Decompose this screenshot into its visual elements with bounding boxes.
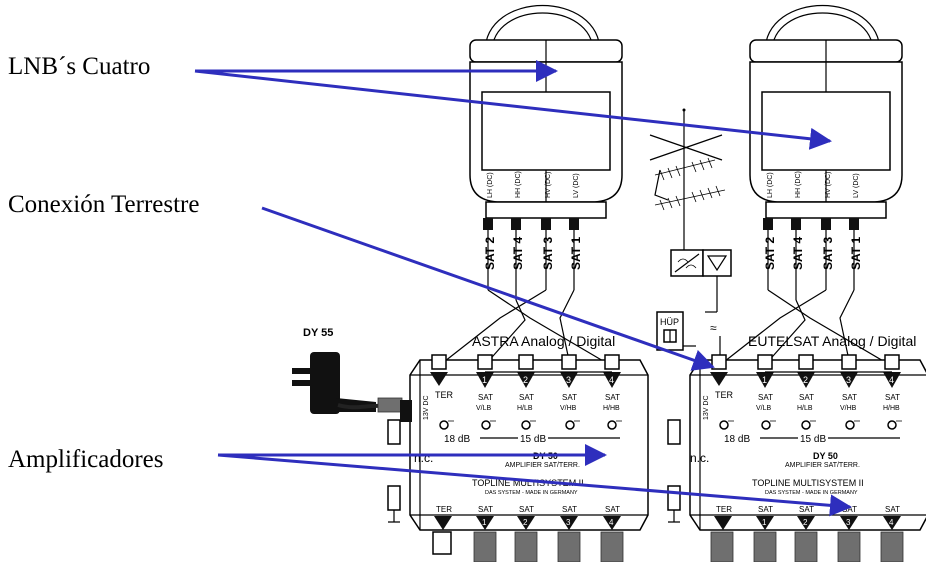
svg-text:2: 2 [803, 518, 808, 527]
svg-text:TER: TER [715, 390, 734, 400]
port-label: HV (DC) [545, 172, 552, 198]
svg-text:SAT: SAT [519, 505, 534, 514]
svg-text:3: 3 [846, 375, 851, 385]
svg-text:3: 3 [566, 375, 571, 385]
arrow-lnb-right [194, 69, 832, 150]
svg-text:2: 2 [523, 518, 528, 527]
port-label: LH (DC) [487, 172, 494, 198]
svg-text:SAT: SAT [562, 505, 577, 514]
power-supply-dy55: DY 55 [292, 327, 403, 414]
lnb-left: LH (DC) HH (DC) HV (DC) LV (DC) SAT 2 SA… [439, 4, 623, 366]
svg-text:H/HB: H/HB [603, 405, 620, 412]
svg-text:1: 1 [482, 375, 487, 385]
svg-text:DY 50: DY 50 [813, 451, 838, 461]
in-ter-label: TER [435, 390, 454, 400]
svg-text:TOPLINE MULTISYSTEM II: TOPLINE MULTISYSTEM II [472, 478, 584, 488]
svg-text:V/HB: V/HB [840, 405, 857, 412]
svg-text:SAT: SAT [842, 393, 857, 402]
svg-text:SAT: SAT [605, 393, 620, 402]
port-label: LH (DC) [767, 172, 774, 198]
svg-text:SAT: SAT [758, 393, 773, 402]
svg-text:18 dB: 18 dB [724, 434, 750, 445]
svg-text:DAS SYSTEM - MADE IN GERMANY: DAS SYSTEM - MADE IN GERMANY [485, 490, 578, 496]
sat-cable-label: SAT 2 [763, 237, 777, 270]
svg-text:SAT: SAT [478, 505, 493, 514]
sat-cable-label: SAT 1 [849, 237, 863, 270]
arrow-amplifier-right [217, 453, 852, 517]
sat-cable-label: SAT 3 [541, 237, 555, 270]
sat-cable-label: SAT 4 [511, 237, 525, 270]
svg-text:4: 4 [609, 375, 614, 385]
terrestrial-antenna: ≈ [649, 108, 732, 355]
svg-text:4: 4 [609, 518, 614, 527]
svg-text:4: 4 [889, 518, 894, 527]
svg-text:SAT: SAT [758, 505, 773, 514]
svg-text:n.c.: n.c. [414, 451, 433, 465]
svg-text:SAT: SAT [799, 505, 814, 514]
port-label: HV (DC) [825, 172, 832, 198]
sat-cable-label: SAT 4 [791, 237, 805, 270]
svg-text:2: 2 [803, 375, 808, 385]
sat-cable-label: SAT 1 [569, 237, 583, 270]
svg-text:AMPLIFIER SAT/TERR.: AMPLIFIER SAT/TERR. [505, 462, 580, 469]
port-label: HH (DC) [795, 171, 802, 198]
svg-text:18 dB: 18 dB [444, 434, 470, 445]
hup-box: HÜP [656, 311, 696, 351]
svg-text:n.c.: n.c. [690, 451, 709, 465]
lnb-right-port-labels: LH (DC) HH (DC) HV (DC) LV (DC) [767, 171, 860, 198]
svg-text:SAT: SAT [885, 393, 900, 402]
callout-arrows [194, 60, 852, 517]
svg-text:13V DC: 13V DC [423, 395, 430, 420]
svg-text:4: 4 [889, 375, 894, 385]
svg-text:SAT: SAT [562, 393, 577, 402]
svg-text:AMPLIFIER SAT/TERR.: AMPLIFIER SAT/TERR. [785, 462, 860, 469]
group-label-astra: ASTRA Analog / Digital [472, 333, 615, 349]
svg-text:TOPLINE MULTISYSTEM II: TOPLINE MULTISYSTEM II [752, 478, 864, 488]
sat-cable-label: SAT 2 [483, 237, 497, 270]
svg-text:2: 2 [523, 375, 528, 385]
svg-text:3: 3 [846, 518, 851, 527]
callout-terrestrial: Conexión Terrestre [8, 191, 199, 218]
svg-text:TER: TER [716, 505, 732, 514]
hup-label: HÜP [660, 317, 679, 327]
svg-text:1: 1 [482, 518, 487, 527]
svg-text:V/LB: V/LB [476, 405, 492, 412]
lnb-right: LH (DC) HH (DC) HV (DC) LV (DC) SAT 2 SA… [719, 4, 903, 366]
port-label: LV (DC) [573, 173, 580, 198]
group-label-eutelsat: EUTELSAT Analog / Digital [748, 333, 916, 349]
svg-text:1: 1 [762, 375, 767, 385]
amplifier-left: TER 1 2 3 4 SAT SAT SAT SAT V/LB H/LB V/… [387, 354, 649, 562]
port-label: HH (DC) [515, 171, 522, 198]
arrow-terrestrial [261, 206, 715, 371]
svg-text:SAT: SAT [519, 393, 534, 402]
svg-text:SAT: SAT [799, 393, 814, 402]
sat-cable-label: SAT 3 [821, 237, 835, 270]
svg-text:DAS SYSTEM - MADE IN GERMANY: DAS SYSTEM - MADE IN GERMANY [765, 490, 858, 496]
svg-text:H/LB: H/LB [517, 405, 533, 412]
svg-text:V/LB: V/LB [756, 405, 772, 412]
svg-text:3: 3 [566, 518, 571, 527]
svg-text:TER: TER [436, 505, 452, 514]
power-supply-label: DY 55 [303, 327, 333, 339]
port-label: LV (DC) [853, 173, 860, 198]
svg-text:15 dB: 15 dB [520, 434, 546, 445]
lnb-left-port-labels: LH (DC) HH (DC) HV (DC) LV (DC) [487, 171, 580, 198]
svg-text:H/LB: H/LB [797, 405, 813, 412]
svg-text:SAT: SAT [478, 393, 493, 402]
callout-amplifiers: Amplificadores [8, 446, 164, 473]
svg-text:1: 1 [762, 518, 767, 527]
svg-text:15 dB: 15 dB [800, 434, 826, 445]
svg-text:H/HB: H/HB [883, 405, 900, 412]
svg-text:13V DC: 13V DC [703, 395, 710, 420]
svg-text:SAT: SAT [885, 505, 900, 514]
svg-text:V/HB: V/HB [560, 405, 577, 412]
svg-text:≈: ≈ [710, 321, 717, 335]
svg-text:SAT: SAT [605, 505, 620, 514]
callout-lnb: LNB´s Cuatro [8, 53, 150, 80]
amplifier-right: TER 1 2 3 4 SAT SAT SAT SAT V/LB H/LB V/… [667, 354, 926, 562]
